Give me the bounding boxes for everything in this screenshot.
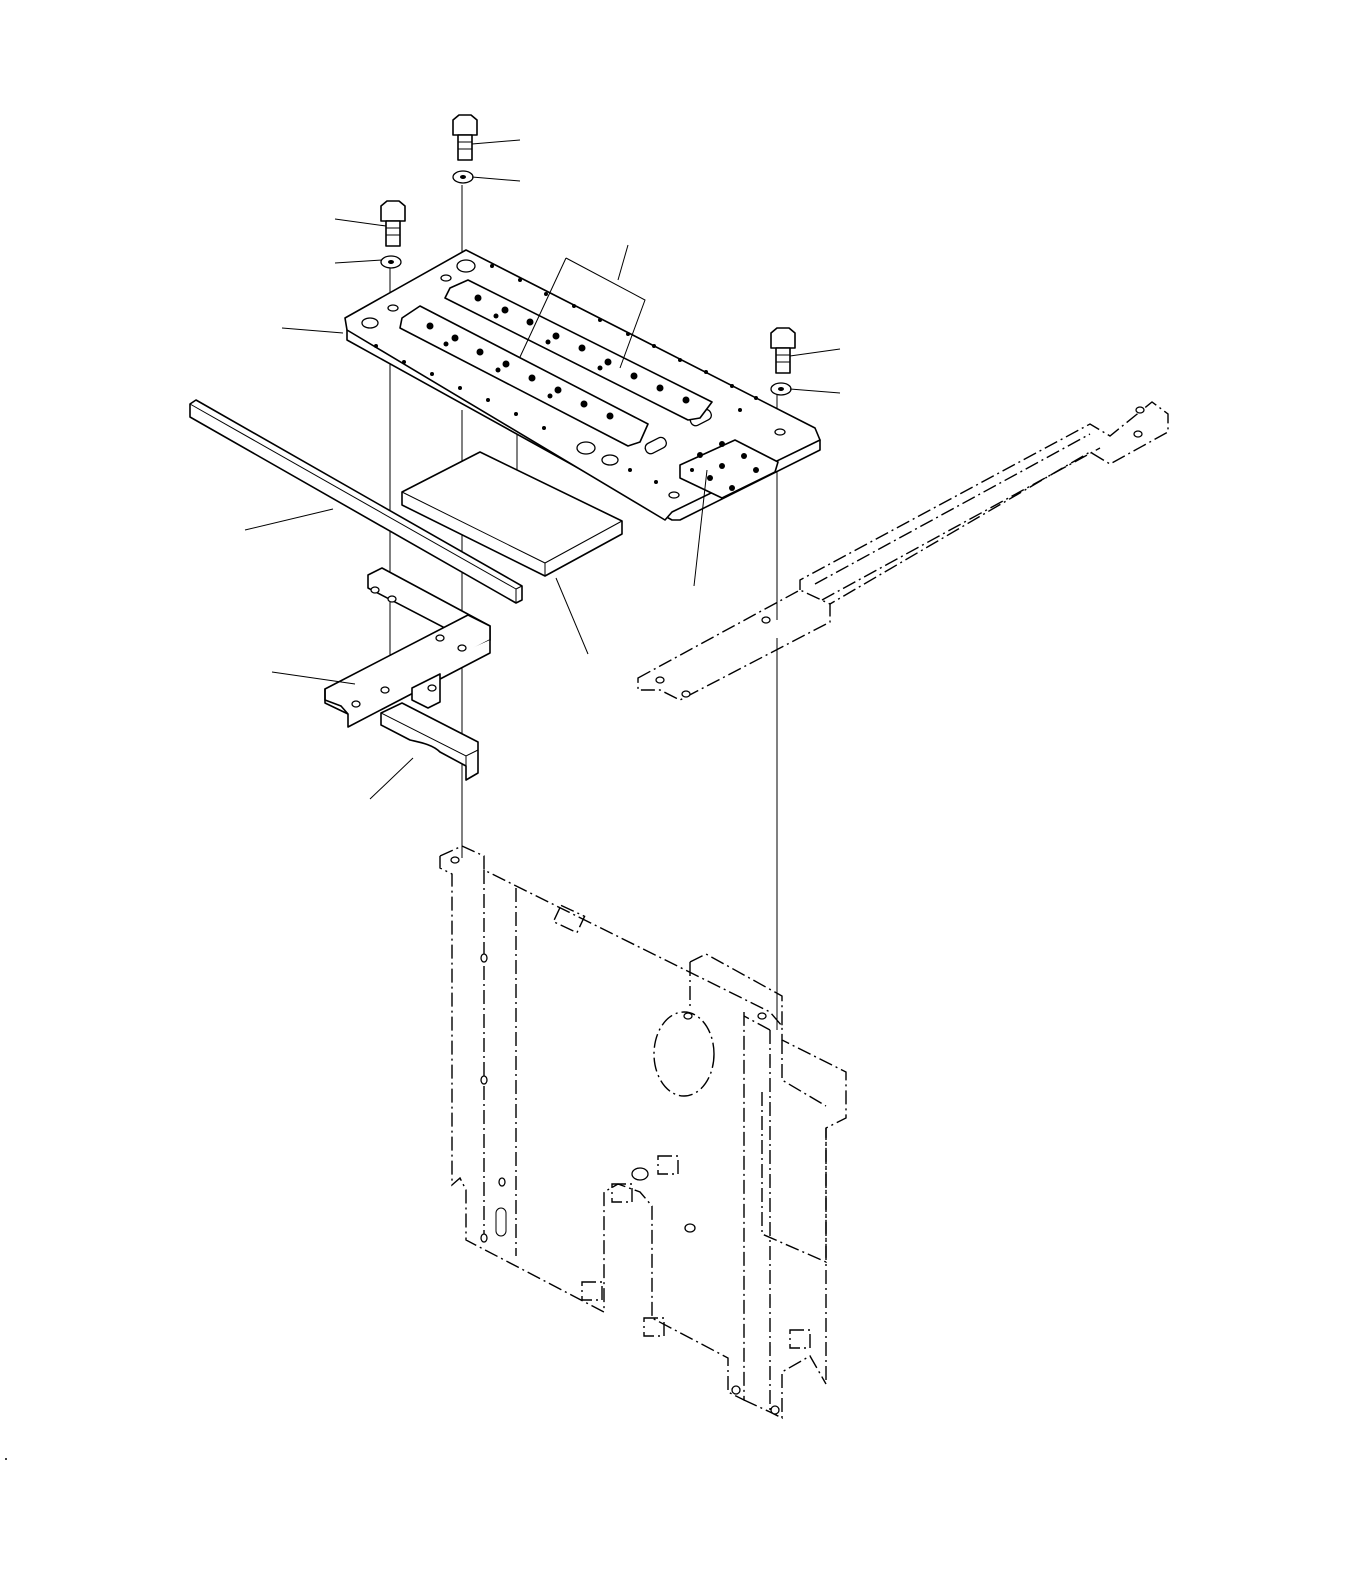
bolt-right[interactable] bbox=[770, 327, 796, 374]
anti-slip-pad-right[interactable] bbox=[679, 439, 779, 499]
callout-leaders bbox=[244, 139, 841, 800]
lower-frame bbox=[439, 845, 847, 1420]
bolt-top[interactable] bbox=[452, 114, 478, 161]
spacer-block[interactable] bbox=[380, 702, 479, 781]
stray-mark bbox=[5, 1458, 7, 1460]
support-rail bbox=[637, 401, 1169, 701]
bracket[interactable] bbox=[324, 567, 491, 728]
pad[interactable] bbox=[401, 451, 623, 577]
bolt-left[interactable] bbox=[380, 200, 406, 247]
step-plate[interactable] bbox=[344, 249, 821, 521]
anti-slip-strip-lower[interactable] bbox=[399, 305, 649, 447]
anti-slip-strip-upper[interactable] bbox=[444, 279, 713, 421]
seal-strip[interactable] bbox=[189, 399, 523, 604]
